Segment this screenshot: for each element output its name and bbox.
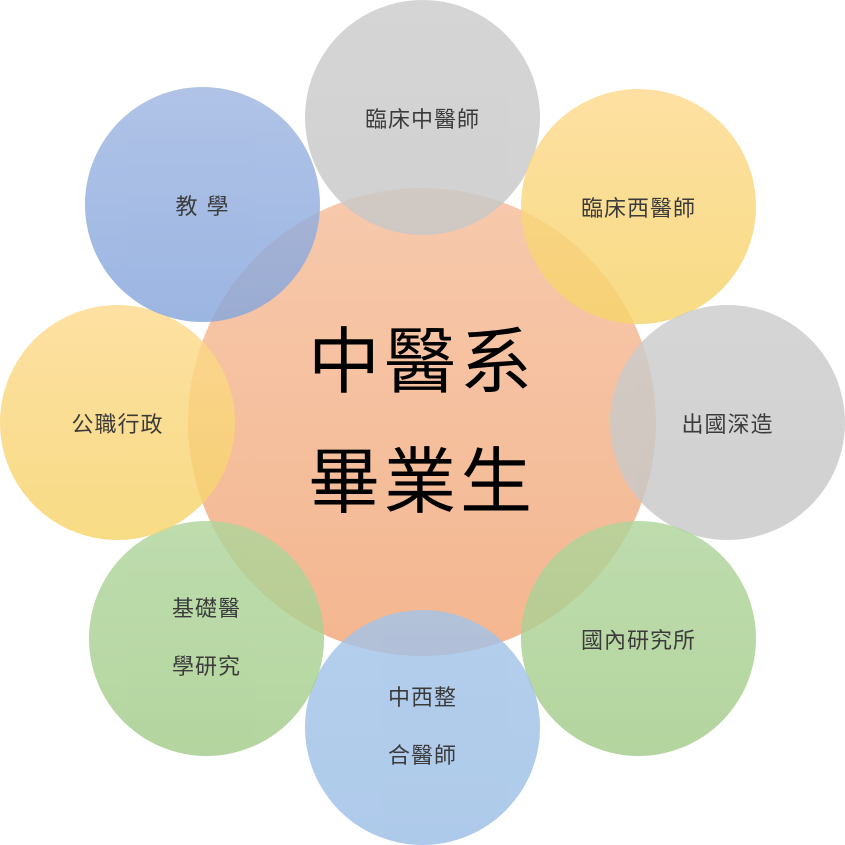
center-title-line2: 畢業生 [307, 440, 536, 524]
outcome-label-line2: 合醫師 [387, 743, 457, 769]
outcome-study-abroad: 出國深造 [610, 305, 845, 540]
outcome-label-line1: 中西整 [387, 685, 457, 711]
outcome-teaching: 教 學 [85, 87, 320, 322]
outcome-integrated: 中西整 合醫師 [305, 610, 540, 845]
outcome-clinical-tcm: 臨床中醫師 [305, 0, 540, 235]
outcome-label: 教 學 [175, 194, 230, 220]
outcome-label-line2: 學研究 [171, 654, 241, 680]
center-title-line1: 中醫系 [307, 320, 536, 404]
outcome-label: 國內研究所 [580, 628, 696, 654]
outcome-domestic-grad: 國內研究所 [521, 521, 756, 756]
outcome-label-line1: 基礎醫 [171, 596, 241, 622]
outcome-civil-service: 公職行政 [0, 305, 235, 540]
outcome-label: 臨床西醫師 [580, 196, 696, 222]
outcome-label: 臨床中醫師 [364, 107, 480, 133]
center-title: 中醫系 畢業生 [188, 188, 656, 656]
outcome-label: 出國深造 [681, 412, 774, 438]
outcome-label: 公職行政 [71, 412, 164, 438]
outcome-clinical-western: 臨床西醫師 [521, 89, 756, 324]
outcome-basic-research: 基礎醫 學研究 [89, 521, 324, 756]
